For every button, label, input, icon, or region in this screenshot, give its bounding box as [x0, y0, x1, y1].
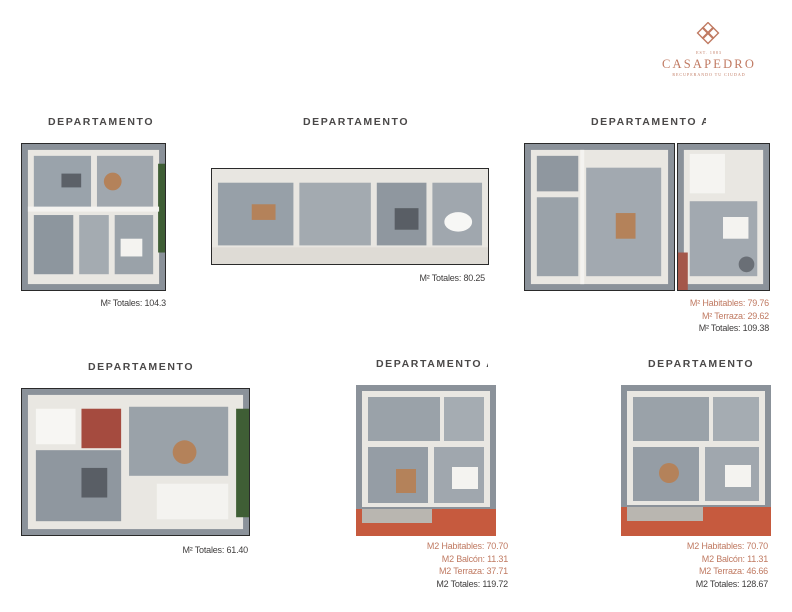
unit-title: DEPARTAMENTO: [648, 358, 755, 370]
stat-habitables: M2 Habitables: 70.70: [426, 541, 508, 551]
stat-balcon: M2 Balcón: 11.31: [701, 553, 768, 564]
stat-list: M2 Habitables: 70.70 M2 Balcón: 11.31 M2…: [650, 540, 768, 590]
unit-title: DEPARTAMENTO: [48, 116, 155, 128]
stat-terraza: M² Terraza: 29.62: [702, 310, 769, 321]
floor-plan-image[interactable]: [21, 143, 166, 291]
stat-total: M2 Totales: 128.67: [695, 578, 769, 589]
floor-plan-image-lower[interactable]: [524, 143, 675, 291]
unit-title: DEPARTAMENTO AI: [376, 358, 488, 370]
stat-terraza: M2 Terraza: 46.66: [699, 566, 768, 577]
floor-plan-image-upper[interactable]: [677, 143, 770, 291]
stat-habitables: M2 Habitables: 70.70: [686, 541, 768, 551]
stat-total: M² Totales: 109.38: [698, 323, 769, 334]
stat-balcon: M2 Balcón: 11.31: [441, 553, 508, 564]
floor-plan-image[interactable]: [21, 388, 250, 536]
brand-tagline: RECUPERANDO TU CIUDAD: [672, 72, 746, 77]
unit-title: DEPARTAMENTO: [303, 116, 410, 128]
diamond-logo-icon: [696, 22, 720, 45]
brand-est: EST. 1883: [696, 50, 722, 55]
stat-habitables: M² Habitables: 79.76: [689, 298, 769, 308]
stat-total: M² Totales: 104.3: [100, 298, 167, 308]
floor-plan-image[interactable]: [356, 385, 496, 536]
unit-title: DEPARTAMENTO: [88, 361, 195, 373]
unit-title: DEPARTAMENTO AR: [591, 116, 706, 128]
stat-total: M2 Totales: 119.72: [436, 578, 508, 589]
floor-plan-image[interactable]: [621, 385, 771, 536]
stat-list: M² Habitables: 79.76 M² Terraza: 29.62 M…: [640, 297, 769, 335]
stat-terraza: M2 Terraza: 37.71: [439, 566, 508, 577]
floor-plan-image[interactable]: [211, 168, 489, 265]
stat-list: M2 Habitables: 70.70 M2 Balcón: 11.31 M2…: [390, 540, 508, 590]
stat-total: M² Totales: 61.40: [182, 545, 249, 555]
brand-name: CASAPEDRO: [661, 57, 757, 71]
stat-total: M² Totales: 80.25: [419, 273, 486, 283]
